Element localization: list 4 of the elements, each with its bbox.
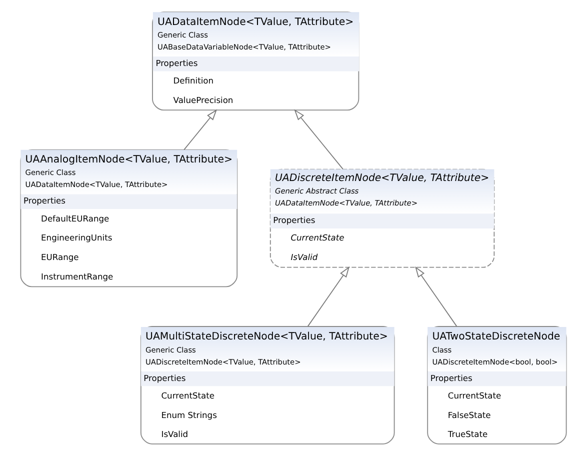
- arrow: [294, 109, 343, 170]
- arrow: [306, 266, 350, 327]
- arrow: [183, 109, 217, 150]
- arrow: [414, 266, 457, 327]
